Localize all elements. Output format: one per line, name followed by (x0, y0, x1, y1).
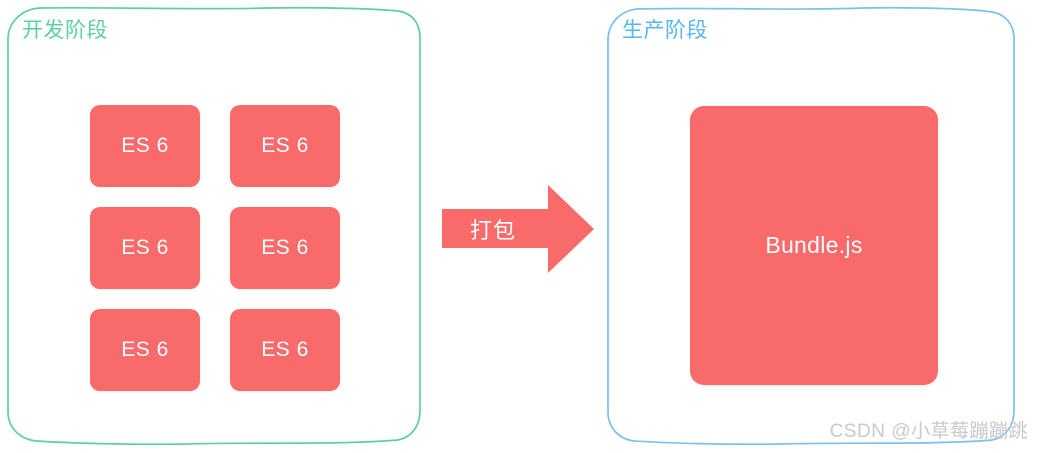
es6-module-box: ES 6 (230, 105, 340, 187)
development-panel-border (7, 6, 421, 446)
production-panel-border (607, 6, 1015, 446)
es6-module-box: ES 6 (230, 309, 340, 391)
development-stage-label: 开发阶段 (22, 19, 108, 42)
development-stage-panel (6, 6, 422, 446)
es6-module-box: ES 6 (90, 207, 200, 289)
es6-module-grid: ES 6 ES 6 ES 6 ES 6 ES 6 ES 6 (90, 105, 340, 391)
production-stage-label: 生产阶段 (622, 19, 708, 42)
es6-module-box: ES 6 (90, 105, 200, 187)
es6-module-box: ES 6 (230, 207, 340, 289)
right-block-arrow-icon (442, 185, 594, 273)
csdn-watermark: CSDN @小草莓蹦蹦跳 (829, 421, 1028, 442)
production-stage-panel (606, 6, 1016, 446)
bundling-arrow: 打包 (438, 183, 598, 275)
bundle-output-box: Bundle.js (690, 106, 938, 385)
es6-module-box: ES 6 (90, 309, 200, 391)
